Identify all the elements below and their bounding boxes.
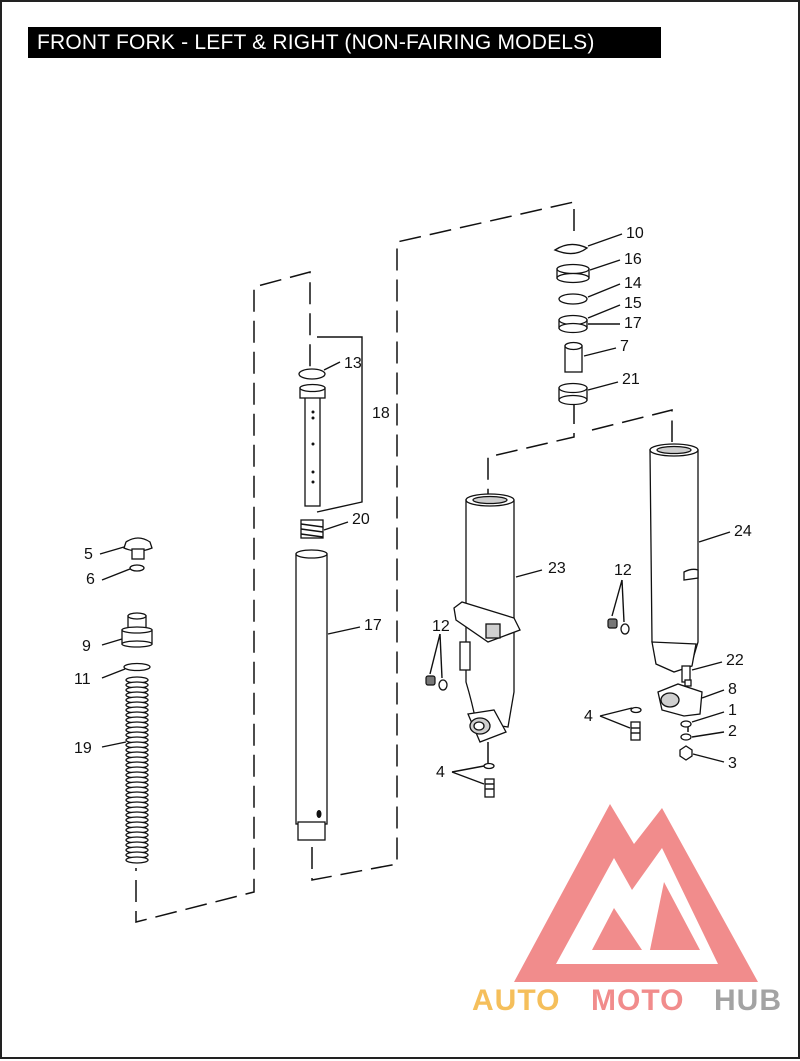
bushing-part-15 — [558, 314, 588, 334]
callout-16: 16 — [624, 251, 642, 268]
callout-14: 14 — [624, 275, 642, 292]
callout-4-right: 4 — [584, 708, 593, 725]
fork-spring — [125, 676, 149, 868]
callout-1: 1 — [728, 702, 737, 719]
callout-21: 21 — [622, 371, 640, 388]
bolt-part-4-right — [630, 706, 642, 741]
callout-5: 5 — [84, 546, 93, 563]
ring-part-13 — [298, 368, 326, 380]
seal-part-16 — [556, 263, 590, 284]
retaining-ring-part-10 — [553, 243, 589, 255]
callout-6: 6 — [86, 571, 95, 588]
fork-cap-bolt — [123, 537, 153, 560]
stud-part-22 — [684, 679, 692, 687]
washer-part-11 — [123, 662, 151, 672]
fork-tube — [295, 549, 328, 841]
logo-auto-text: AUTO — [472, 984, 560, 1017]
bolt-part-4-left — [483, 762, 495, 798]
callout-10: 10 — [626, 225, 644, 242]
callout-23: 23 — [548, 560, 566, 577]
diagram-title: FRONT FORK - LEFT & RIGHT (NON-FAIRING M… — [28, 27, 661, 58]
callout-24: 24 — [734, 523, 752, 540]
washer-part-1 — [680, 720, 692, 728]
callout-12-right: 12 — [614, 562, 632, 579]
callout-2: 2 — [728, 723, 737, 740]
callout-17-left: 17 — [364, 617, 382, 634]
callout-8: 8 — [728, 681, 737, 698]
rebound-spring-part-20 — [300, 519, 324, 539]
spring-seat-part-9 — [121, 612, 153, 648]
callout-17-right: 17 — [624, 315, 642, 332]
right-slider-part-24 — [649, 443, 699, 683]
bushing-part-21 — [558, 382, 588, 406]
callout-13: 13 — [344, 355, 362, 372]
damper-tube-assembly — [299, 383, 326, 507]
washer-part-14 — [558, 293, 588, 305]
callout-labels: 5 6 9 11 19 13 18 20 17 10 16 14 15 17 7… — [74, 225, 752, 781]
bracket-18 — [316, 336, 363, 513]
callout-20: 20 — [352, 511, 370, 528]
left-slider-part-23 — [453, 493, 521, 743]
callout-9: 9 — [82, 638, 91, 655]
leader-lines — [99, 233, 731, 785]
spring-coil — [125, 856, 149, 864]
automotohub-logo: AUTO MOTO HUB — [472, 804, 782, 1017]
callout-7: 7 — [620, 338, 629, 355]
callout-22: 22 — [726, 652, 744, 669]
logo-moto-text: MOTO — [591, 984, 684, 1017]
callout-11: 11 — [74, 671, 91, 688]
callout-3: 3 — [728, 755, 737, 772]
callout-15: 15 — [624, 295, 642, 312]
bushing-part-7 — [564, 341, 583, 373]
logo-hub-text: HUB — [714, 984, 782, 1017]
callout-18: 18 — [372, 405, 390, 422]
washer-part-6 — [129, 564, 145, 572]
callout-4-left: 4 — [436, 764, 445, 781]
lockwasher-part-2 — [680, 733, 692, 741]
nut-part-3 — [679, 745, 693, 761]
screw-part-12-right — [607, 618, 630, 635]
callout-12-left: 12 — [432, 618, 450, 635]
axle-cap-part-8 — [657, 683, 703, 717]
screw-part-12-left — [425, 675, 448, 691]
callout-19: 19 — [74, 740, 92, 757]
